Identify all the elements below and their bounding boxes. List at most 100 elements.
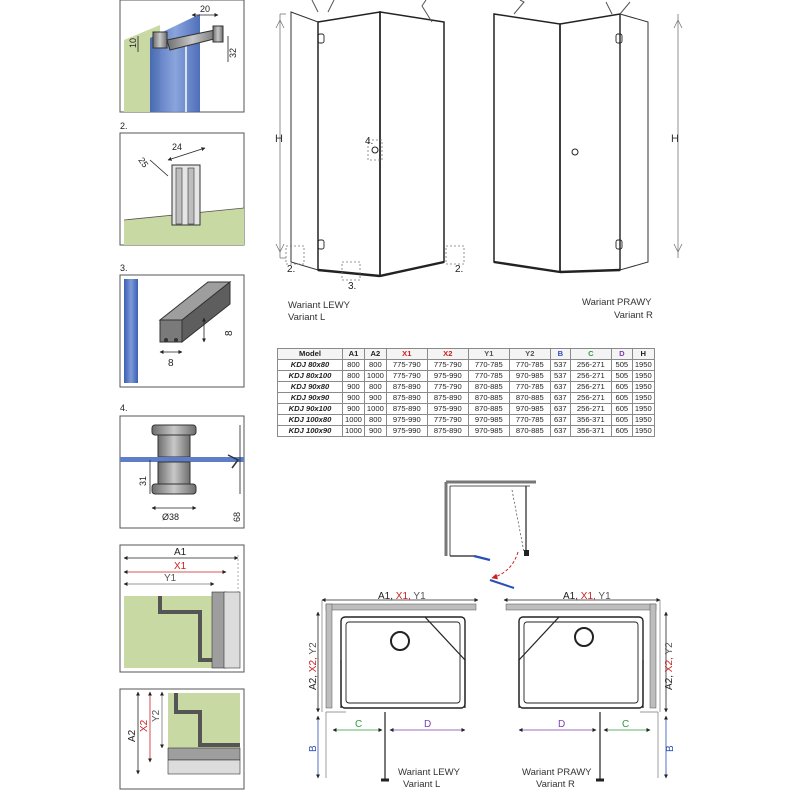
plan-left	[316, 598, 479, 782]
spec-table-header: Model	[277, 348, 343, 360]
table-cell: 900	[342, 392, 365, 404]
table-cell: 1000	[342, 414, 365, 426]
detail-4-label: 4.	[120, 403, 128, 413]
table-cell: 356-371	[569, 414, 612, 426]
table-cell: 900	[342, 403, 365, 415]
table-cell: 800	[342, 359, 365, 371]
detail-1-dim-10: 10	[128, 38, 138, 48]
table-cell: 775-790	[426, 381, 469, 393]
table-cell-model: KDJ 80x80	[277, 359, 343, 371]
detail-4-dim-31: 31	[138, 476, 148, 486]
elevation-right-caption-1: Wariant PRAWY	[582, 297, 652, 308]
detail-4-knob: 4. 31 Ø38 68	[119, 403, 245, 529]
plan-left-dim-d: D	[424, 719, 431, 730]
table-cell: 637	[549, 414, 571, 426]
detail-5-horizontal-section: A1 X1 Y1	[119, 544, 245, 673]
table-cell: 875-890	[426, 425, 469, 437]
table-cell: 356-371	[569, 425, 612, 437]
table-cell: 637	[549, 425, 571, 437]
detail-5-dim-y1: Y1	[164, 573, 177, 584]
elevation-left-caption-2: Variant L	[288, 312, 325, 323]
elevation-left	[275, 0, 465, 281]
table-cell: 256-271	[569, 403, 612, 415]
table-cell: 256-271	[569, 370, 612, 382]
table-cell: 1950	[631, 392, 655, 404]
table-cell: 1950	[631, 403, 655, 415]
table-cell: 875-890	[426, 392, 469, 404]
table-cell: 975-990	[426, 403, 469, 415]
plan-right-dim-b: B	[665, 745, 676, 752]
table-cell: 605	[610, 425, 633, 437]
detail-4-dim-diameter: Ø38	[162, 512, 179, 522]
elevation-right	[493, 0, 683, 274]
spec-table-header: B	[549, 348, 571, 360]
plan-left-caption-2: Variant L	[403, 779, 440, 790]
plan-left-width-dims: A1, X1, Y1	[378, 591, 426, 602]
table-cell: 770-785	[508, 381, 551, 393]
table-cell: 800	[363, 414, 387, 426]
plan-left-depth-dims: A2, X2, Y2	[308, 642, 319, 690]
detail-3-dim-width: 8	[168, 358, 174, 369]
table-cell: 605	[610, 392, 633, 404]
table-cell: 970-985	[508, 403, 551, 415]
table-cell: 1950	[631, 359, 655, 371]
spec-table: Model A1 A2 X1 X2 Y1 Y2 B C D H KDJ 80x8…	[277, 348, 655, 437]
plan-right	[503, 598, 668, 782]
table-cell: 1950	[631, 381, 655, 393]
table-cell: 637	[549, 403, 571, 415]
spec-table-header: D	[610, 348, 633, 360]
elevation-left-height-label: H	[275, 133, 283, 145]
table-cell-model: KDJ 90x80	[277, 381, 343, 393]
table-cell: 605	[610, 403, 633, 415]
spec-table-header: X2	[426, 348, 469, 360]
table-cell: 775-790	[426, 359, 469, 371]
table-cell: 537	[549, 359, 571, 371]
table-cell: 800	[363, 359, 387, 371]
detail-5-dim-a1: A1	[174, 547, 187, 558]
table-cell: 775-790	[385, 359, 428, 371]
elevation-left-caption-1: Wariant LEWY	[288, 300, 351, 311]
table-cell: 256-271	[569, 381, 612, 393]
table-cell: 605	[610, 381, 633, 393]
plan-left-dim-b: B	[308, 745, 319, 752]
plan-right-dim-c: C	[622, 719, 629, 730]
detail-3-bottom-profile: 3. 8 8	[119, 263, 245, 388]
elevation-right-caption-2: Variant R	[614, 310, 653, 321]
table-cell: 1000	[342, 425, 365, 437]
detail-5-dim-x1: X1	[174, 561, 187, 572]
spec-table-header: Y1	[467, 348, 510, 360]
detail-2-dim-24: 24	[172, 142, 182, 152]
table-cell-model: KDJ 100x90	[277, 425, 343, 437]
table-cell: 1950	[631, 425, 655, 437]
detail-6-vertical-section: A2 X2 Y2	[119, 688, 245, 790]
table-cell: 870-885	[467, 392, 510, 404]
detail-3-label: 3.	[120, 263, 128, 273]
detail-1-hinge-bracket: 20 10 32	[119, 0, 245, 113]
table-cell: 1950	[631, 370, 655, 382]
table-cell: 770-785	[508, 359, 551, 371]
spec-table-header: A1	[342, 348, 365, 360]
spec-table-header: C	[569, 348, 612, 360]
spec-table-header: X1	[385, 348, 428, 360]
detail-2-label: 2.	[120, 121, 128, 131]
table-cell: 775-790	[426, 414, 469, 426]
elevation-left-callout-2b: 2.	[455, 264, 463, 275]
table-cell: 970-985	[467, 425, 510, 437]
table-cell: 875-890	[385, 381, 428, 393]
table-cell: 505	[610, 370, 633, 382]
elevation-left-callout-2a: 2.	[287, 264, 295, 275]
table-cell-model: KDJ 90x100	[277, 403, 343, 415]
table-cell: 537	[549, 370, 571, 382]
table-cell: 870-885	[508, 425, 551, 437]
table-cell-model: KDJ 80x100	[277, 370, 343, 382]
table-cell: 256-271	[569, 392, 612, 404]
detail-1-dim-32: 32	[228, 48, 238, 58]
table-cell: 970-985	[467, 414, 510, 426]
detail-3-dim-height: 8	[224, 330, 235, 336]
